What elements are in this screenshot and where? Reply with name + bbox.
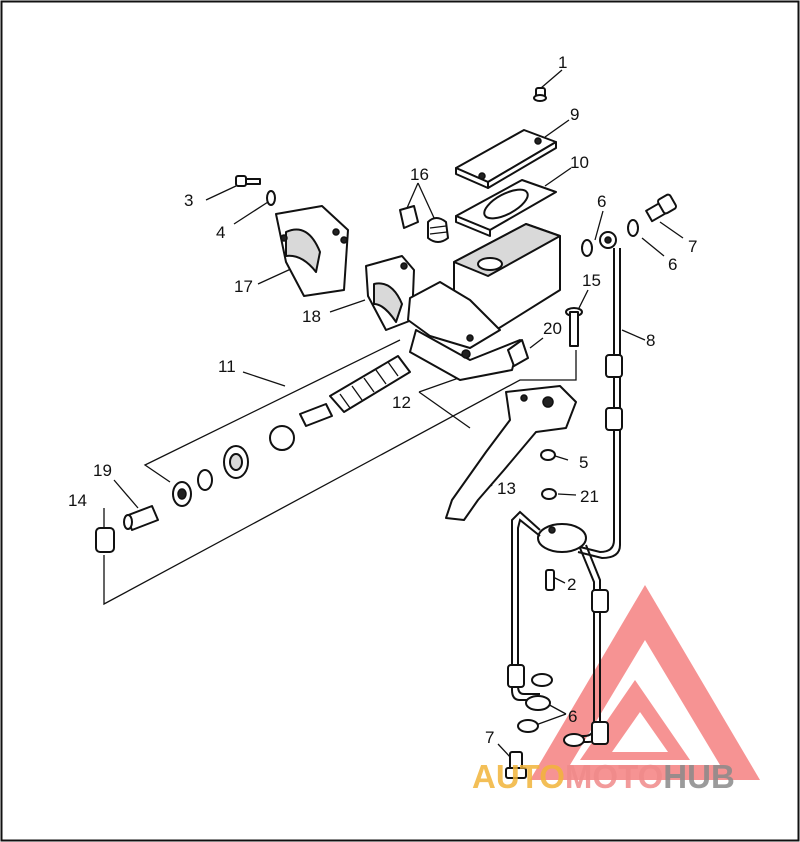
lever-part-13 bbox=[445, 385, 577, 521]
callout-15: 15 bbox=[582, 271, 601, 290]
callout-7-top: 7 bbox=[688, 237, 697, 256]
cap-part-14 bbox=[95, 527, 115, 553]
callout-18: 18 bbox=[302, 307, 321, 326]
callout-4: 4 bbox=[216, 223, 225, 242]
spacer-part-21 bbox=[541, 488, 557, 500]
callout-10: 10 bbox=[570, 153, 589, 172]
callout-3: 3 bbox=[184, 191, 193, 210]
bolt-part-3 bbox=[235, 175, 261, 187]
callout-7-bottom: 7 bbox=[485, 728, 494, 747]
callout-6-top-left: 6 bbox=[597, 192, 606, 211]
clamp-part-18 bbox=[365, 255, 415, 331]
callout-21: 21 bbox=[580, 487, 599, 506]
pivot-pin-part-15 bbox=[565, 307, 583, 347]
callout-13: 13 bbox=[497, 479, 516, 498]
watermark-moto: MOTO bbox=[565, 758, 663, 795]
callout-8: 8 bbox=[646, 331, 655, 350]
diaphragm-part-10 bbox=[455, 179, 557, 237]
junction-block bbox=[537, 523, 587, 553]
callout-labels: 1 2 3 4 5 6 6 6 7 7 8 9 10 11 12 13 14 1… bbox=[68, 53, 697, 747]
callout-2: 2 bbox=[567, 575, 576, 594]
lower-hoses bbox=[507, 510, 609, 747]
clamp-part-17 bbox=[275, 205, 349, 297]
washer-part-6-top bbox=[581, 219, 639, 257]
callout-20: 20 bbox=[543, 319, 562, 338]
boot-part-16 bbox=[399, 205, 449, 243]
watermark-text: AUTOMOTOHUB bbox=[472, 758, 735, 795]
callout-6-bottom: 6 bbox=[568, 707, 577, 726]
bleeder-part-19 bbox=[123, 505, 159, 531]
screw-part-1 bbox=[533, 87, 547, 102]
watermark-auto: AUTO bbox=[472, 758, 565, 795]
callout-16: 16 bbox=[410, 165, 429, 184]
watermark-logo bbox=[530, 585, 760, 780]
banjo-bolt-part-7-bottom bbox=[505, 751, 527, 779]
piston-assembly-part-11 bbox=[172, 355, 411, 507]
leader-lines bbox=[103, 69, 684, 759]
brake-line-part-8 bbox=[571, 248, 623, 560]
callout-5: 5 bbox=[579, 453, 588, 472]
callout-14: 14 bbox=[68, 491, 87, 510]
master-cylinder-body bbox=[407, 223, 561, 381]
nut-part-5 bbox=[540, 449, 556, 461]
callout-6-top-right: 6 bbox=[668, 255, 677, 274]
callout-12: 12 bbox=[392, 393, 411, 412]
washer-part-6-bottom bbox=[517, 673, 553, 733]
watermark-hub: HUB bbox=[663, 758, 735, 795]
callout-19: 19 bbox=[93, 461, 112, 480]
callout-1: 1 bbox=[558, 53, 567, 72]
bushing-part-20 bbox=[507, 339, 529, 367]
callout-17: 17 bbox=[234, 277, 253, 296]
callout-11: 11 bbox=[218, 357, 236, 376]
callout-9: 9 bbox=[570, 105, 579, 124]
washer-part-4 bbox=[266, 190, 276, 206]
banjo-bolt-part-7-top bbox=[645, 193, 677, 223]
reservoir-cover-part-9 bbox=[455, 129, 557, 189]
screw-part-2 bbox=[545, 569, 555, 591]
